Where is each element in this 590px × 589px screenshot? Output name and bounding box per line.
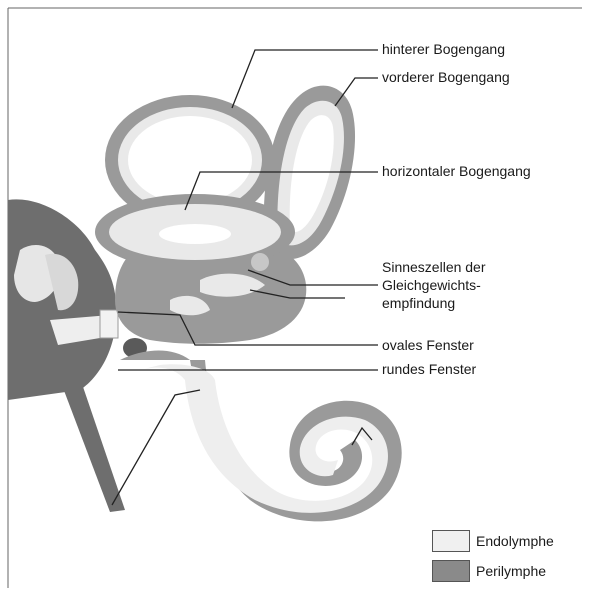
horizontal-canal-inner	[159, 224, 231, 244]
legend-endolymphe: Endolymphe	[432, 530, 554, 552]
legend-label-perilymphe: Perilymphe	[476, 563, 546, 579]
posterior-canal-inner	[128, 116, 252, 204]
eustachian-tube	[60, 378, 125, 512]
ampulla	[251, 253, 269, 271]
label-sinneszellen-line3: empfindung	[382, 294, 455, 312]
label-hinterer-bogengang: hinterer Bogengang	[382, 40, 505, 58]
stapes-footplate	[100, 310, 118, 338]
label-ovales-fenster: ovales Fenster	[382, 336, 474, 354]
label-sinneszellen-line1: Sinneszellen der	[382, 258, 486, 276]
legend-perilymphe: Perilymphe	[432, 560, 546, 582]
label-rundes-fenster: rundes Fenster	[382, 360, 476, 378]
pointer-cochlea-1	[112, 390, 200, 505]
label-horizontaler-bogengang: horizontaler Bogengang	[382, 162, 531, 180]
legend-swatch-perilymphe	[432, 560, 470, 582]
legend-swatch-endolymphe	[432, 530, 470, 552]
legend-label-endolymphe: Endolymphe	[476, 533, 554, 549]
label-sinneszellen-line2: Gleichgewichts-	[382, 276, 481, 294]
cochlea-endolymph	[140, 364, 388, 513]
label-vorderer-bogengang: vorderer Bogengang	[382, 68, 510, 86]
